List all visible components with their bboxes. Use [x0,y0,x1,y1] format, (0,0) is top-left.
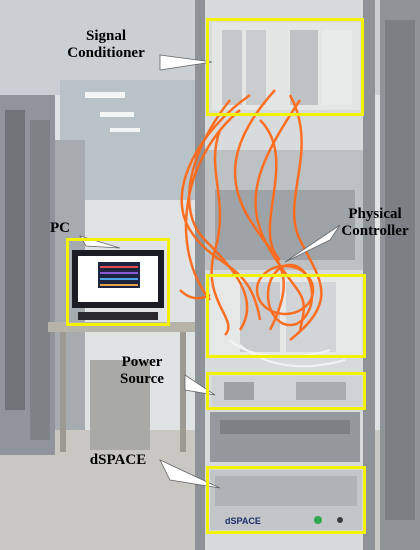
pc-box [66,238,170,326]
signal-conditioner-box [206,18,364,116]
keyboard [78,312,158,320]
power-source-box [206,372,366,410]
desk-leg [60,332,66,452]
label-physical-controller: Physical Controller [341,206,409,239]
label-pc: PC [50,220,70,236]
label-signal-conditioner: Signal Conditioner [67,28,145,61]
physical-controller-box [206,274,366,358]
label-dspace: dSPACE [89,452,147,468]
dspace-box [206,466,366,534]
desk-top [48,322,198,332]
dspace-brand-text: dSPACE [225,516,261,526]
label-power-source: Power Source [120,354,164,387]
orange-cables [179,89,323,341]
